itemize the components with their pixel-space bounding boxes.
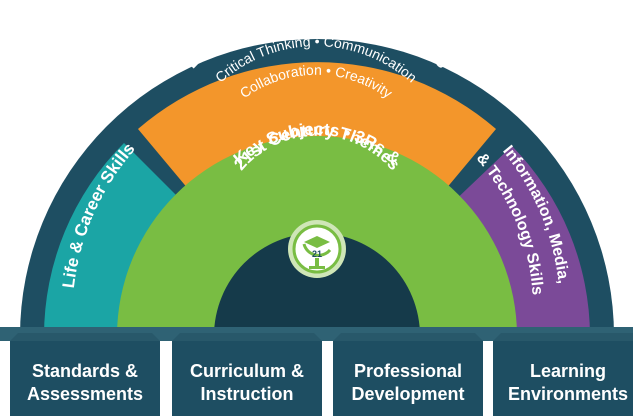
logo-text: 21: [312, 249, 322, 259]
logo-inner-circle: [292, 224, 342, 274]
pillar-cap: [493, 333, 633, 341]
pillar-label-line1: Curriculum &: [190, 361, 304, 381]
pillar-cap: [10, 333, 160, 341]
pillar-label-line2: Development: [351, 384, 464, 404]
graduation-globe-icon: [302, 236, 332, 269]
pillar: Standards & Assessments: [10, 333, 160, 416]
pillar-body: [172, 341, 322, 416]
center-logo: 21: [288, 220, 346, 278]
pillar-body: [493, 341, 633, 416]
pillar-cap: [172, 333, 322, 341]
pillar-body: [10, 341, 160, 416]
pillar: Curriculum & Instruction: [172, 333, 322, 416]
pillar-label-line2: Assessments: [27, 384, 143, 404]
pillar-label-line1: Learning: [530, 361, 606, 381]
pillar-label-line2: Environments: [508, 384, 628, 404]
pillar-body: [333, 341, 483, 416]
pillar-label-line2: Instruction: [201, 384, 294, 404]
pillar-label-line1: Professional: [354, 361, 462, 381]
pillar-cap: [333, 333, 483, 341]
pillars-row: Standards & Assessments Curriculum & Instru…: [10, 333, 633, 416]
pillar-label-line1: Standards &: [32, 361, 138, 381]
inner-core: [214, 233, 420, 336]
